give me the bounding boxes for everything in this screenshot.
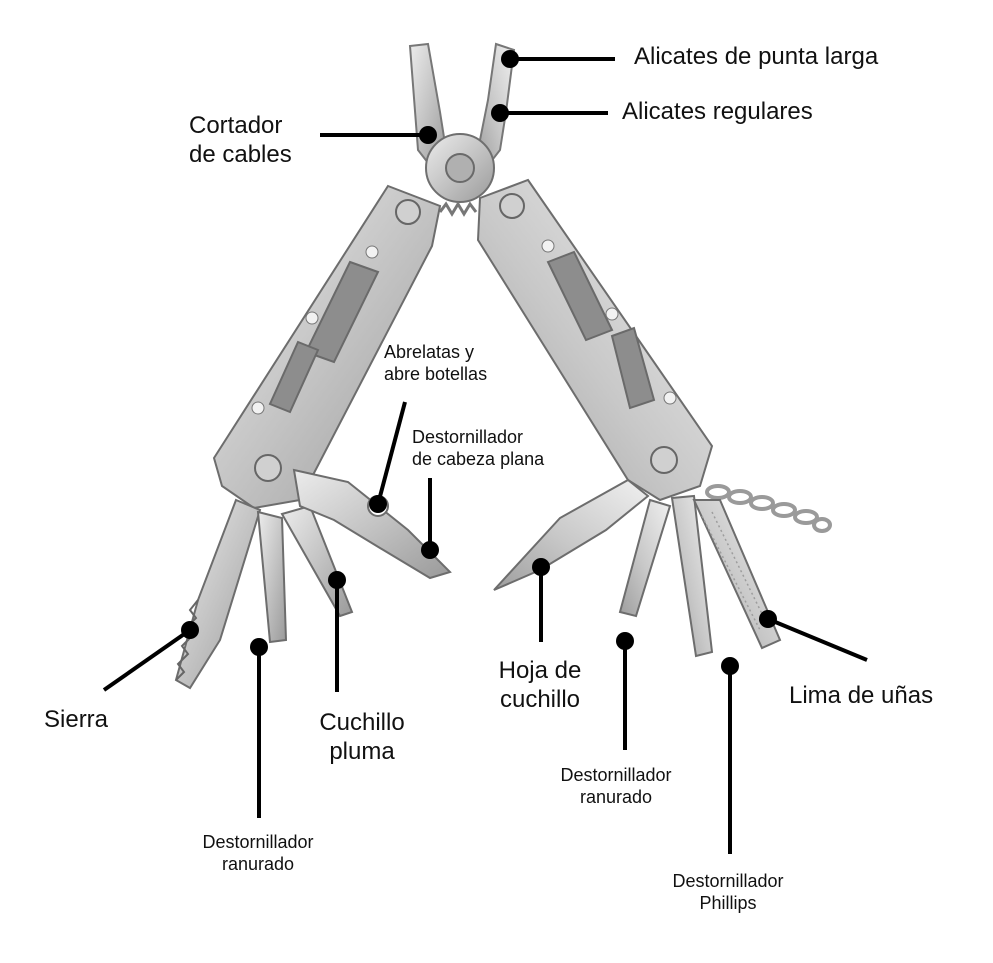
handle-right [476,178,714,502]
label-pen-knife: Cuchillo pluma [319,709,405,766]
label-regular-pliers: Alicates regulares [622,98,813,125]
leader-slotted-screwdriver-right [616,632,634,750]
saw-blade [174,498,262,690]
leader-needle-nose-pliers [501,50,615,68]
leader-knife-blade [532,558,550,642]
leader-saw [102,621,199,692]
leader-regular-pliers [491,104,608,122]
multitool-image [174,42,832,690]
spring [438,201,478,217]
label-needle-nose-pliers: Alicates de punta larga [634,43,879,70]
label-slotted-screwdriver-left: Destornillador ranurado [202,832,314,874]
leader-lines [102,50,868,854]
label-slotted-screwdriver-right: Destornillador ranurado [560,765,672,807]
slotted-screwdriver-left-blade [256,510,288,644]
label-saw: Sierra [44,706,109,733]
leader-wire-cutter [320,126,437,144]
leader-flat-screwdriver [421,478,439,559]
leader-phillips-screwdriver [721,657,739,854]
leader-can-bottle-opener [369,401,407,513]
label-wire-cutter: Cortador de cables [189,112,292,169]
keychain [705,484,832,533]
label-can-bottle-opener: Abrelatas y abre botellas [384,342,488,384]
label-nail-file: Lima de uñas [789,682,934,709]
label-knife-blade: Hoja de cuchillo [498,657,582,714]
leader-pen-knife [328,571,346,692]
leader-slotted-screwdriver-left [250,638,268,818]
phillips-screwdriver-blade [670,494,714,658]
label-flat-screwdriver: Destornillador de cabeza plana [412,427,545,469]
nail-file-blade [692,499,782,650]
leader-nail-file [759,610,868,662]
label-phillips-screwdriver: Destornillador Phillips [672,871,784,913]
slotted-screwdriver-right-blade [618,498,672,618]
bottle-opener-tool [292,468,452,580]
knife-blade [493,478,650,591]
